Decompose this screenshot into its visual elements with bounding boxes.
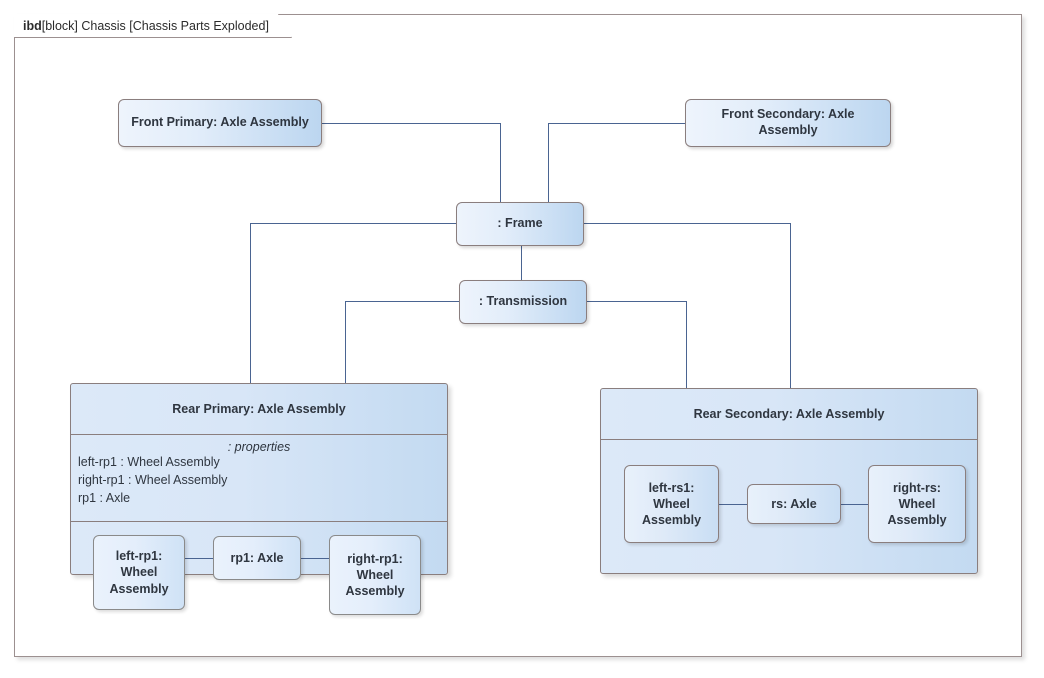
connector-rp1-rightrp1 (301, 558, 329, 559)
block-rear-secondary-title: Rear Secondary: Axle Assembly (693, 407, 885, 421)
block-front-primary[interactable]: Front Primary: Axle Assembly (118, 99, 322, 147)
block-frame[interactable]: : Frame (456, 202, 584, 246)
connector-front-secondary-frame-h (548, 123, 686, 124)
rear-secondary-parts-compartment (601, 439, 977, 575)
part-left-rs1-wheel-assembly[interactable]: left-rs1: Wheel Assembly (624, 465, 719, 543)
rear-primary-parts-compartment (71, 521, 447, 576)
block-rear-primary-title: Rear Primary: Axle Assembly (172, 402, 346, 416)
connector-front-primary-frame-v (500, 123, 501, 203)
part-rs-axle[interactable]: rs: Axle (747, 484, 841, 524)
connector-front-primary-frame-h (322, 123, 500, 124)
rear-primary-property-0: left-rp1 : Wheel Assembly (78, 455, 220, 469)
block-frame-label: : Frame (497, 216, 543, 231)
connector-leftrp1-rp1 (185, 558, 213, 559)
rear-primary-property-1: right-rp1 : Wheel Assembly (78, 472, 228, 487)
connector-transmission-rear-primary-h (345, 301, 460, 302)
connector-frame-transmission (521, 245, 522, 280)
block-transmission[interactable]: : Transmission (459, 280, 587, 324)
block-front-secondary-label: Front Secondary: Axle Assembly (721, 107, 855, 137)
diagram-kind-label: ibd (23, 18, 42, 33)
block-front-secondary[interactable]: Front Secondary: Axle Assembly (685, 99, 891, 147)
rear-primary-properties-label: : properties (227, 440, 291, 454)
diagram-title-tab: ibd[block] Chassis [Chassis Parts Explod… (14, 14, 292, 38)
part-left-rp1-wheel-assembly[interactable]: left-rp1: Wheel Assembly (93, 535, 185, 610)
connector-frame-rear-secondary-v (790, 223, 791, 388)
block-front-primary-label: Front Primary: Axle Assembly (131, 115, 309, 130)
part-right-rs-wheel-assembly[interactable]: right-rs: Wheel Assembly (868, 465, 966, 543)
connector-transmission-rear-secondary-v (686, 301, 687, 388)
rear-primary-property-2: rp1 : Axle (78, 490, 131, 505)
block-transmission-label: : Transmission (478, 294, 568, 309)
connector-rs-rightrs (841, 504, 868, 505)
connector-transmission-rear-primary-v (345, 301, 346, 384)
connector-frame-rear-primary-v (250, 223, 251, 384)
part-rp1-axle[interactable]: rp1: Axle (213, 536, 301, 580)
connector-frame-rear-primary-h (250, 223, 456, 224)
rear-primary-properties-compartment: : properties left-rp1 : Wheel Assembly r… (71, 434, 447, 521)
diagram-header-label: [block] Chassis [Chassis Parts Exploded] (41, 18, 269, 33)
connector-frame-rear-secondary-h (583, 223, 791, 224)
connector-transmission-rear-secondary-h (587, 301, 687, 302)
connector-front-secondary-frame-v (548, 123, 549, 203)
part-right-rp1-wheel-assembly[interactable]: right-rp1: Wheel Assembly (329, 535, 421, 615)
connector-leftrs1-rs (719, 504, 747, 505)
